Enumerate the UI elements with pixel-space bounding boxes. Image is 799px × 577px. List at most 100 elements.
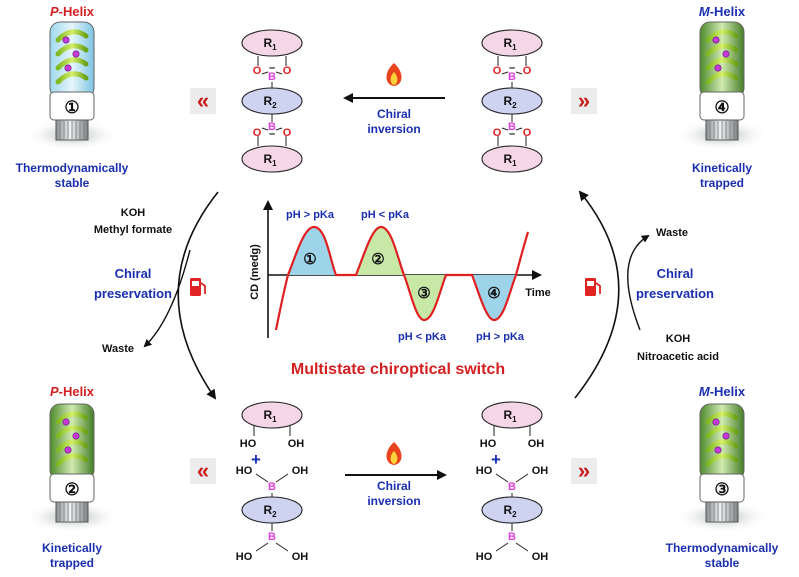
ring-r1-label: R1 <box>263 408 277 424</box>
chevron-icon: « <box>197 88 209 113</box>
fire-icon <box>386 442 402 465</box>
helix-title: M-Helix <box>699 4 746 19</box>
vial-top_right: ④ <box>674 21 770 151</box>
boron-bead <box>64 446 72 454</box>
state-caption: Kinetically <box>692 161 752 175</box>
chevron-box <box>571 458 597 484</box>
chart-x-label: Time <box>525 287 550 299</box>
helix-icon <box>705 411 739 467</box>
preservation-label: preservation <box>636 286 714 301</box>
hydroxyl-group: OH <box>532 465 549 477</box>
chevron-icon: » <box>578 458 590 483</box>
charge-minus: – <box>269 62 275 74</box>
peak-3-label: pH < pKa <box>398 331 447 343</box>
inversion-label: inversion <box>367 494 420 508</box>
ring-r2-label: R2 <box>263 503 277 519</box>
waste-label: Waste <box>102 343 134 355</box>
inversion-label: Chiral <box>377 107 411 121</box>
state-caption: Thermodynamically <box>666 541 779 555</box>
fuel-pump-icon <box>190 278 206 296</box>
state-caption: Thermodynamically <box>16 161 129 175</box>
boron-bead <box>64 64 72 72</box>
helix-icon <box>705 29 739 85</box>
ring-r2-label: R2 <box>263 94 277 110</box>
ring-r1 <box>481 145 543 173</box>
hydroxyl-group: OH <box>532 551 549 563</box>
peak-2-label: pH < pKa <box>361 209 410 221</box>
vial-number: ③ <box>714 480 729 499</box>
hydroxyl-group: HO <box>476 551 493 563</box>
boron-atom: B <box>508 531 516 543</box>
left-waste-arrow <box>143 249 191 348</box>
peak-2-marker: ② <box>371 251 384 268</box>
boron-atom: B <box>508 481 516 493</box>
state-caption: stable <box>55 176 90 190</box>
right-waste-arrow <box>627 234 650 331</box>
boron-atom: B <box>268 71 276 83</box>
hydroxyl-group: HO <box>240 438 257 450</box>
vial-group-bottom_left: ② <box>24 403 120 533</box>
fire-icon <box>386 63 402 86</box>
preservation-label: preservation <box>94 286 172 301</box>
boron-bead <box>62 418 70 426</box>
peak-3-marker: ③ <box>417 285 430 302</box>
hydroxyl-group: HO <box>476 465 493 477</box>
chevron-icon: » <box>578 88 590 113</box>
preservation-label: Chiral <box>115 266 152 281</box>
oxygen-atom: O <box>493 65 502 77</box>
reagent-label: KOH <box>666 333 691 345</box>
hydroxyl-group: OH <box>292 465 309 477</box>
boron-bead <box>714 446 722 454</box>
plus-sign: + <box>491 450 501 469</box>
vial-bottom_right: ③ <box>674 403 770 533</box>
boron-bead <box>712 36 720 44</box>
waste-label: Waste <box>656 227 688 239</box>
left-cycle-arrow <box>177 191 219 400</box>
state-caption: Kinetically <box>42 541 102 555</box>
boron-bead <box>72 432 80 440</box>
helix-icon <box>55 411 89 467</box>
ring-r1-label: R1 <box>503 408 517 424</box>
inversion-label: Chiral <box>377 479 411 493</box>
peak-1-marker: ① <box>303 251 316 268</box>
helix-title: P-Helix <box>50 384 95 399</box>
boron-bead <box>72 50 80 58</box>
boron-atom: B <box>268 481 276 493</box>
state-caption: stable <box>705 556 740 570</box>
hydroxyl-group: OH <box>288 438 305 450</box>
oxygen-atom: O <box>523 127 532 139</box>
peak-4-lobe <box>472 275 516 320</box>
hydroxyl-group: HO <box>236 465 253 477</box>
vial-bottom_left: ② <box>24 403 120 533</box>
preservation-label: Chiral <box>657 266 694 281</box>
ring-r1-label: R1 <box>263 36 277 52</box>
peak-4-marker: ④ <box>487 285 500 302</box>
helix-title: M-Helix <box>699 384 746 399</box>
ring-r1-label: R1 <box>263 152 277 168</box>
charge-minus: – <box>509 62 515 74</box>
vial-number: ④ <box>714 98 729 117</box>
ring-r1 <box>241 29 303 57</box>
ring-r1-label: R1 <box>503 36 517 52</box>
oxygen-atom: O <box>253 127 262 139</box>
chevron-icon: « <box>197 458 209 483</box>
charge-minus: – <box>269 128 275 140</box>
ring-r1 <box>241 145 303 173</box>
fuel-pump-icon <box>585 278 601 296</box>
hydroxyl-group: HO <box>480 438 497 450</box>
reagent-label: Methyl formate <box>94 224 172 236</box>
boron-bead <box>62 36 70 44</box>
reagent-label: Nitroacetic acid <box>637 351 719 363</box>
state-caption: trapped <box>700 176 744 190</box>
ring-r2-label: R2 <box>503 503 517 519</box>
vial-group-bottom_right: ③ <box>674 403 770 533</box>
ring-r1 <box>481 401 543 429</box>
reagent-label: KOH <box>121 207 146 219</box>
boron-bead <box>722 50 730 58</box>
oxygen-atom: O <box>253 65 262 77</box>
hydroxyl-group: HO <box>236 551 253 563</box>
chart-y-label: CD (medg) <box>249 244 261 300</box>
oxygen-atom: O <box>283 65 292 77</box>
boron-atom: B <box>268 121 276 133</box>
